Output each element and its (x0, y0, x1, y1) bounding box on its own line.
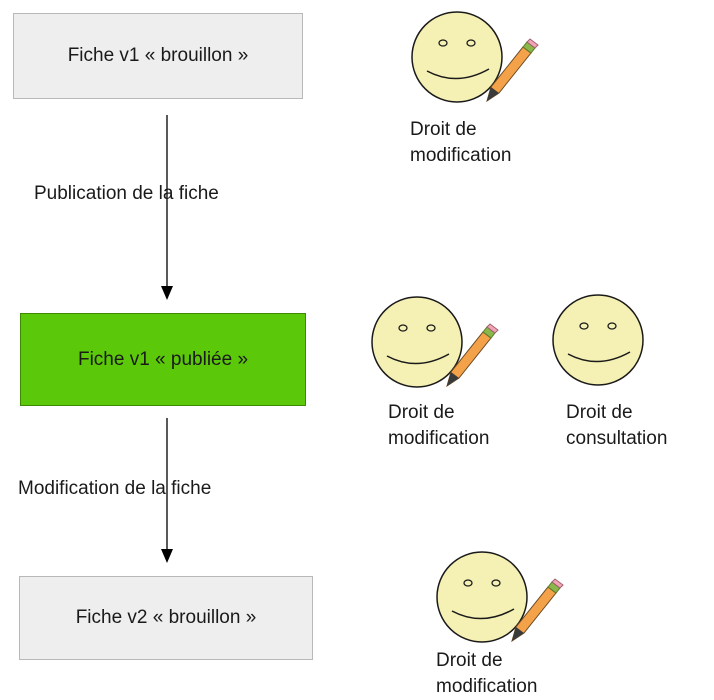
smiley-edit-icon-3 (436, 551, 564, 643)
right-view-caption: Droit de consultation (566, 400, 714, 452)
box-v2-draft: Fiche v2 « brouillon » (19, 576, 313, 660)
smiley-face-icon (552, 294, 644, 386)
transition-publish-label: Publication de la fiche (34, 183, 219, 204)
right-edit-line2: modification (410, 145, 512, 166)
right-edit-caption-3: Droit de modification (436, 648, 606, 700)
box-v1-draft: Fiche v1 « brouillon » (13, 13, 303, 99)
smiley-edit-icon-1 (411, 11, 539, 103)
right-edit-line2: modification (436, 676, 538, 697)
smiley-face-icon (411, 11, 503, 103)
transition-modify-label: Modification de la fiche (18, 478, 212, 499)
right-edit-line1: Droit de (410, 119, 477, 140)
right-edit-line2: modification (388, 428, 490, 449)
right-edit-line1: Droit de (388, 402, 455, 423)
right-view-line2: consultation (566, 428, 668, 449)
pencil-icon (511, 578, 564, 643)
pencil-icon (446, 323, 499, 388)
right-edit-line1: Droit de (436, 650, 503, 671)
smiley-face-icon (436, 551, 528, 643)
box-v1-published: Fiche v1 « publiée » (20, 313, 306, 406)
box-v1-published-label: Fiche v1 « publiée » (77, 348, 249, 370)
right-edit-caption-1: Droit de modification (410, 117, 580, 169)
arrowhead-publish (161, 286, 173, 300)
box-v1-draft-label: Fiche v1 « brouillon » (67, 45, 249, 66)
box-v2-draft-label: Fiche v2 « brouillon » (75, 607, 257, 628)
arrowhead-modify (161, 549, 173, 563)
right-view-line1: Droit de (566, 402, 633, 423)
smiley-face-icon (371, 296, 463, 388)
smiley-view-icon (552, 294, 644, 386)
pencil-icon (486, 38, 539, 103)
right-edit-caption-2: Droit de modification (388, 400, 558, 452)
smiley-edit-icon-2 (371, 296, 499, 388)
